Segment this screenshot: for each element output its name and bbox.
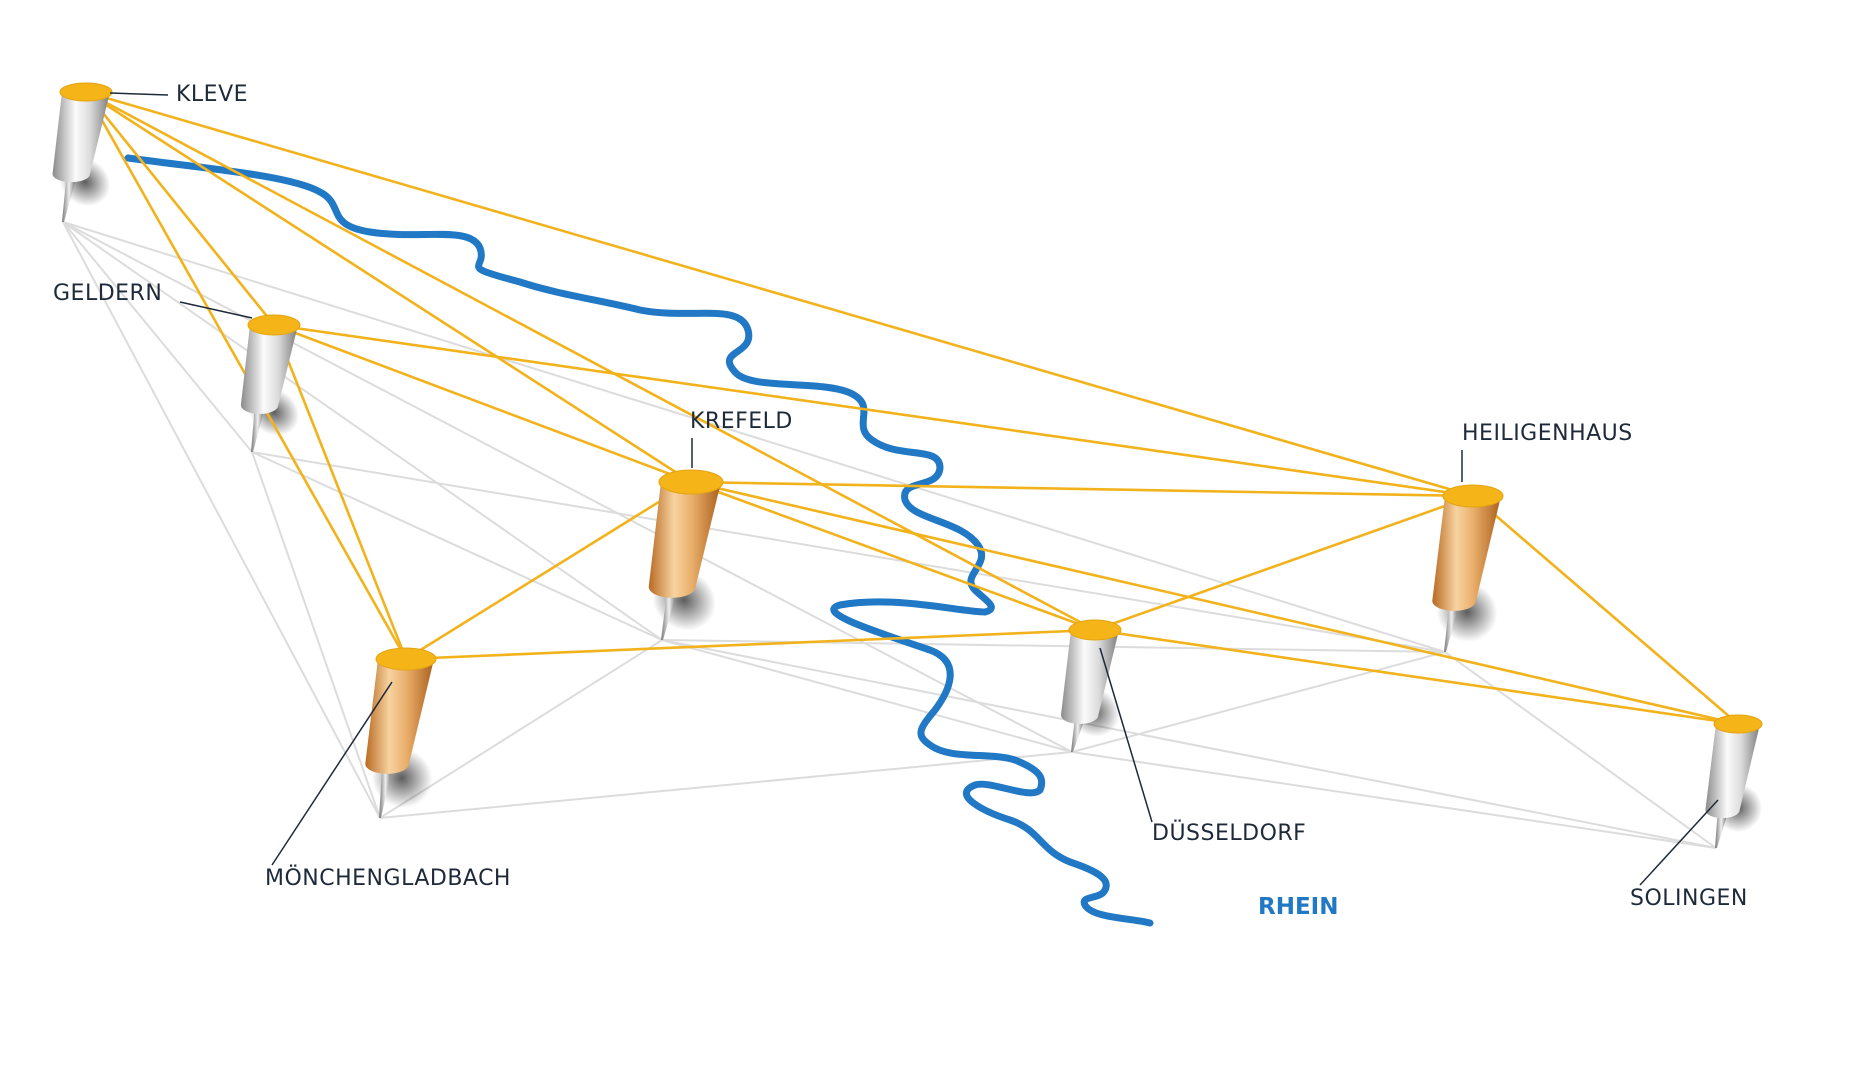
connection-krefeld-heiligenhaus xyxy=(690,480,1474,498)
connection-heiligenhaus-solingen xyxy=(1472,495,1739,725)
connection-kleve-krefeld xyxy=(85,90,692,484)
pushpin-kleve xyxy=(52,82,113,222)
label-geldern: GELDERN xyxy=(53,281,162,306)
connection-krefeld-solingen xyxy=(690,480,1739,726)
connection-krefeld-duesseldorf xyxy=(690,480,1096,632)
ground-line-geldern-heiligenhaus xyxy=(251,451,1446,653)
pushpins xyxy=(52,82,1763,848)
river-label: RHEIN xyxy=(1258,894,1338,920)
ground-line-kleve-heiligenhaus xyxy=(62,221,1446,653)
needle-heiligenhaus xyxy=(1444,605,1460,652)
pushpin-geldern xyxy=(240,314,301,452)
pin-body-solingen xyxy=(1705,724,1760,819)
pin-head-kleve xyxy=(59,82,113,102)
ground-line-kleve-krefeld xyxy=(62,221,663,641)
pin-body-moenchengladbach xyxy=(365,659,434,774)
ground-line-heiligenhaus-solingen xyxy=(1444,651,1717,849)
connection-geldern-moenchengladbach xyxy=(272,324,408,660)
ground-line-geldern-moenchengladbach xyxy=(251,451,381,819)
ground-line-kleve-moenchengladbach xyxy=(62,221,381,819)
ground-line-krefeld-heiligenhaus xyxy=(661,639,1446,653)
pin-shadows xyxy=(59,157,1763,833)
needle-kleve xyxy=(62,178,77,222)
needle-krefeld xyxy=(661,591,678,640)
leader-kleve xyxy=(109,92,169,96)
ground-line-moenchengladbach-duesseldorf xyxy=(379,751,1073,819)
needle-duesseldorf xyxy=(1071,719,1085,752)
ground-line-geldern-krefeld xyxy=(251,451,663,641)
city-labels: KLEVE GELDERN KREFELD MÖNCHENGLADBACH DÜSSEL… xyxy=(53,82,1748,911)
pushpin-moenchengladbach xyxy=(365,647,437,818)
label-krefeld: KREFELD xyxy=(690,409,793,434)
pushpin-solingen xyxy=(1705,714,1763,848)
label-heiligenhaus: HEILIGENHAUS xyxy=(1462,421,1633,446)
label-duesseldorf: DÜSSELDORF xyxy=(1152,820,1306,846)
leader-duesseldorf xyxy=(1099,647,1153,823)
connection-kleve-heiligenhaus xyxy=(85,90,1474,498)
label-leader-lines xyxy=(109,92,1719,886)
connection-kleve-geldern xyxy=(84,91,276,326)
pushpin-krefeld xyxy=(648,469,724,640)
pin-body-geldern xyxy=(240,325,298,414)
connection-duesseldorf-heiligenhaus xyxy=(1094,494,1474,632)
label-solingen: SOLINGEN xyxy=(1630,886,1748,911)
connection-krefeld-moenchengladbach xyxy=(405,480,692,661)
ground-line-kleve-duesseldorf xyxy=(62,221,1073,753)
label-kleve: KLEVE xyxy=(176,82,248,107)
connection-kleve-duesseldorf xyxy=(85,90,1096,632)
leader-geldern xyxy=(179,301,253,319)
pin-body-krefeld xyxy=(648,482,721,598)
ground-line-krefeld-duesseldorf xyxy=(661,639,1073,753)
pushpin-heiligenhaus xyxy=(1432,484,1504,652)
pin-body-kleve xyxy=(52,92,110,183)
connection-duesseldorf-solingen xyxy=(1094,628,1739,726)
ground-line-krefeld-solingen xyxy=(661,639,1717,849)
pin-body-heiligenhaus xyxy=(1432,496,1501,611)
needle-moenchengladbach xyxy=(379,768,393,818)
pin-head-geldern xyxy=(247,314,301,336)
pin-head-krefeld xyxy=(658,469,724,495)
ground-line-duesseldorf-solingen xyxy=(1071,751,1717,849)
pushpin-duesseldorf xyxy=(1060,619,1122,752)
connection-geldern-krefeld xyxy=(273,323,692,484)
pin-head-moenchengladbach xyxy=(375,647,437,671)
ground-line-kleve-geldern xyxy=(62,221,253,453)
connection-moenchengladbach-duesseldorf xyxy=(405,628,1096,661)
needle-solingen xyxy=(1715,814,1728,848)
leader-solingen xyxy=(1639,799,1719,886)
leader-moenchengladbach xyxy=(271,681,393,866)
label-moenchengladbach: MÖNCHENGLADBACH xyxy=(265,865,511,891)
needle-geldern xyxy=(251,409,265,452)
pin-head-solingen xyxy=(1713,714,1763,734)
river-rhein-line xyxy=(124,154,1154,927)
connection-geldern-heiligenhaus xyxy=(273,323,1474,498)
pin-body-duesseldorf xyxy=(1060,630,1119,725)
ground-line-duesseldorf-heiligenhaus xyxy=(1071,651,1446,753)
ground-projection-lines xyxy=(62,221,1717,849)
pin-head-duesseldorf xyxy=(1068,619,1122,641)
pin-head-heiligenhaus xyxy=(1442,484,1504,508)
